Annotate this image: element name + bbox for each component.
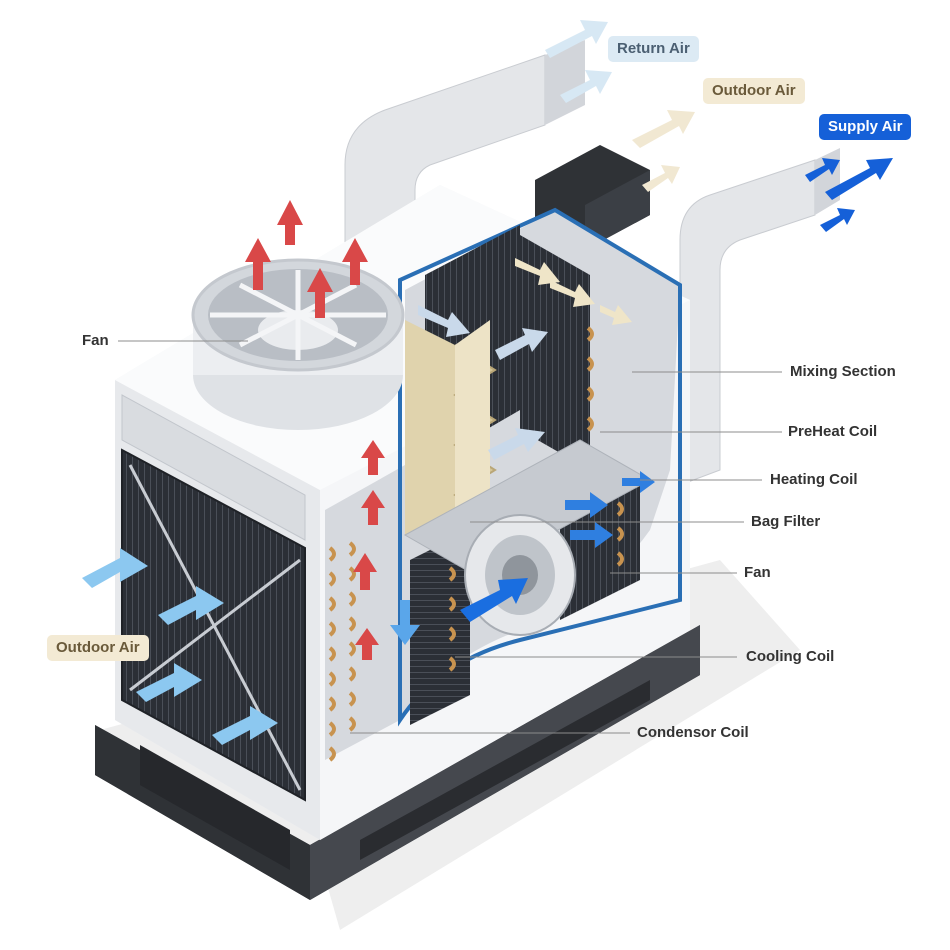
preheat-coil-label: PreHeat Coil	[788, 423, 878, 440]
condenser-louver	[121, 394, 306, 541]
exhaust-air-arrows	[245, 200, 385, 660]
outdoor-air-arrows	[632, 110, 695, 192]
heating-coil-label: Heating Coil	[770, 471, 858, 488]
outdoor-intake-arrows	[82, 548, 278, 745]
fan-blower-label: Fan	[744, 564, 771, 581]
supply-air-arrows	[805, 158, 893, 232]
supply-air-label: Supply Air	[819, 114, 912, 140]
bag-filter-label: Bag Filter	[751, 513, 821, 530]
bag-filter	[405, 320, 497, 560]
outdoor-air-left-label: Outdoor Air	[47, 635, 149, 661]
cooling-coil-label: Cooling Coil	[746, 648, 835, 665]
internal-air-arrows	[390, 258, 655, 645]
condenser-brace	[128, 464, 302, 791]
outdoor-air-top-label: Outdoor Air	[703, 78, 805, 104]
return-air-arrows	[545, 20, 612, 103]
copper-coil-loops	[328, 326, 624, 762]
blower-fan	[464, 514, 576, 636]
top-fan	[191, 258, 405, 430]
leader-lines	[118, 340, 782, 734]
mixing-section-label: Mixing Section	[790, 363, 896, 380]
fan-top-label: Fan	[82, 332, 109, 349]
base-platform	[95, 625, 700, 900]
condensor-coil-label: Condensor Coil	[637, 724, 749, 741]
return-air-label: Return Air	[608, 36, 699, 62]
